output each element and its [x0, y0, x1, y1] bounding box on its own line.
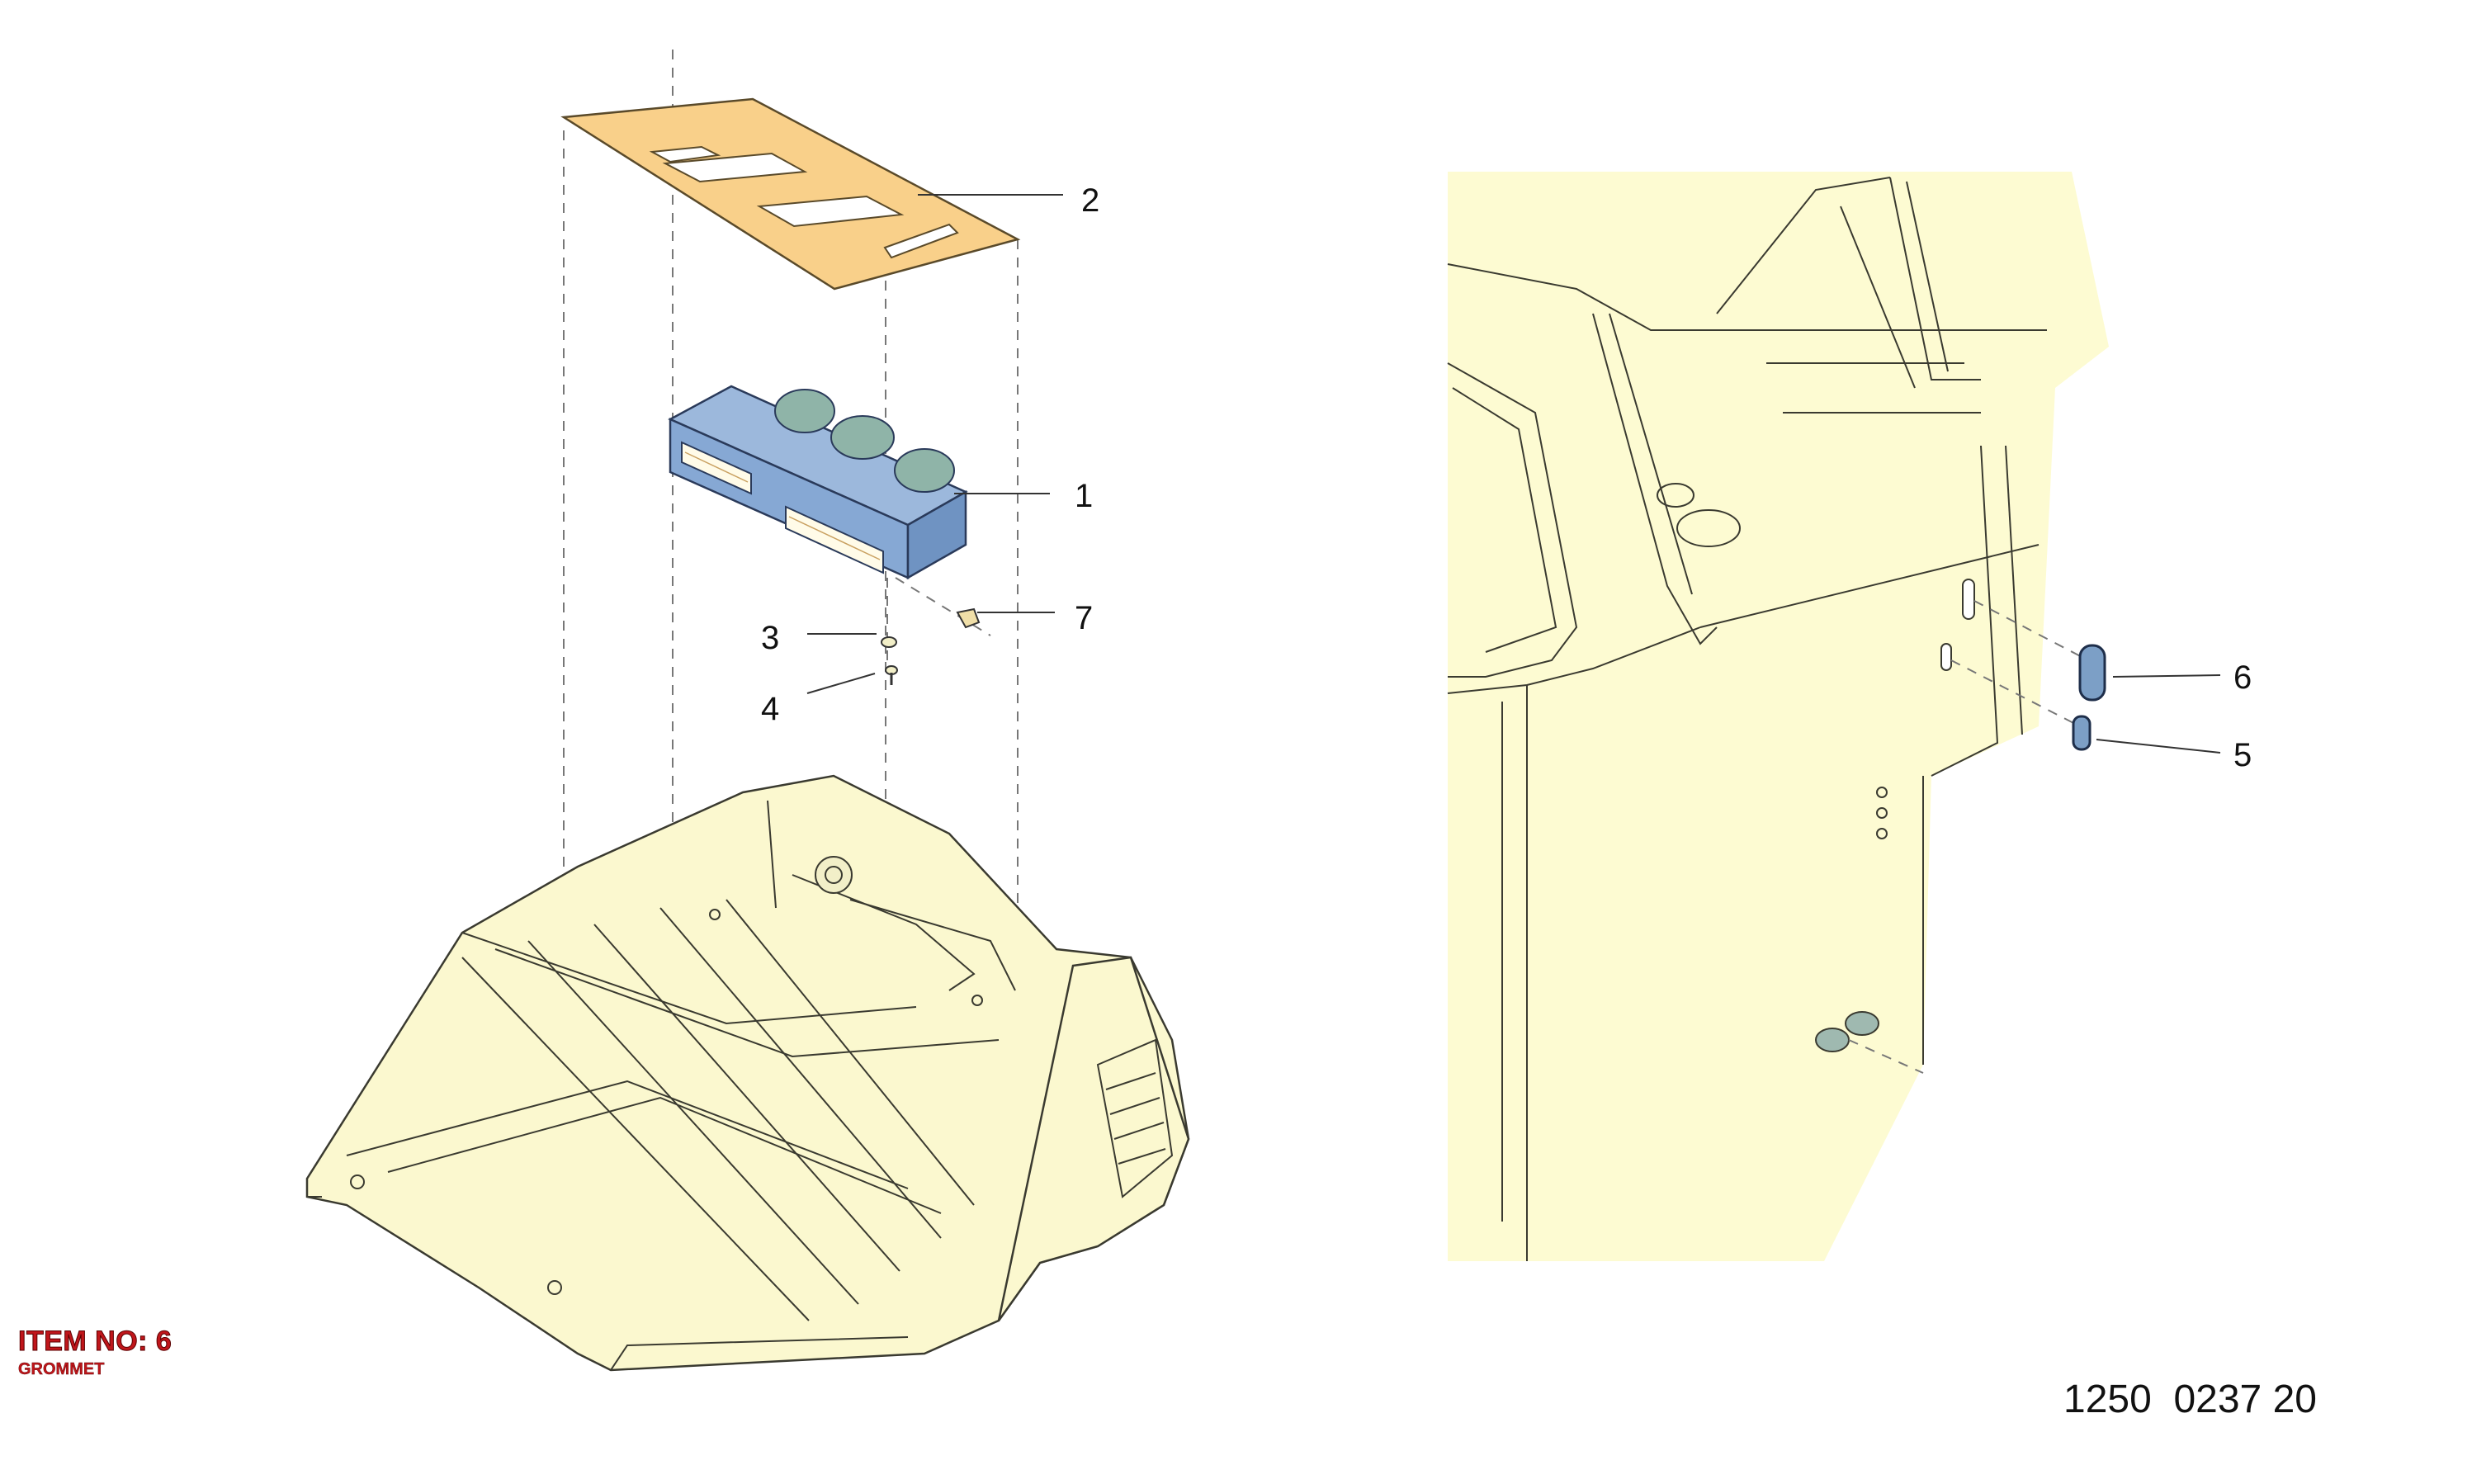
callout-4: 4 — [761, 691, 779, 727]
part-4-screw[interactable] — [885, 665, 898, 685]
callout-6: 6 — [2233, 659, 2252, 696]
part-5-plug[interactable] — [2072, 715, 2092, 751]
callout-2: 2 — [1081, 182, 1099, 219]
selected-item-number: ITEM NO: 6 — [17, 1326, 173, 1358]
part-3-washer[interactable] — [881, 636, 897, 648]
callout-3: 3 — [761, 620, 779, 656]
callout-1: 1 — [1075, 478, 1093, 514]
machine-body-left — [305, 774, 1190, 1372]
selected-item-name: GROMMET — [18, 1360, 105, 1378]
callout-5: 5 — [2233, 737, 2252, 773]
callout-leaders — [806, 194, 2221, 754]
cab-body-right — [1447, 172, 2109, 1261]
part-7-clip[interactable] — [956, 607, 981, 629]
part-6-grommet[interactable] — [2078, 644, 2106, 702]
alignment-lines-right — [1848, 600, 2089, 1074]
part-1-heater-unit[interactable] — [668, 385, 968, 580]
drawing-number: 1250 0237 20 — [2063, 1378, 2317, 1421]
part-2-panel[interactable] — [560, 97, 1021, 291]
callout-7: 7 — [1075, 600, 1093, 636]
